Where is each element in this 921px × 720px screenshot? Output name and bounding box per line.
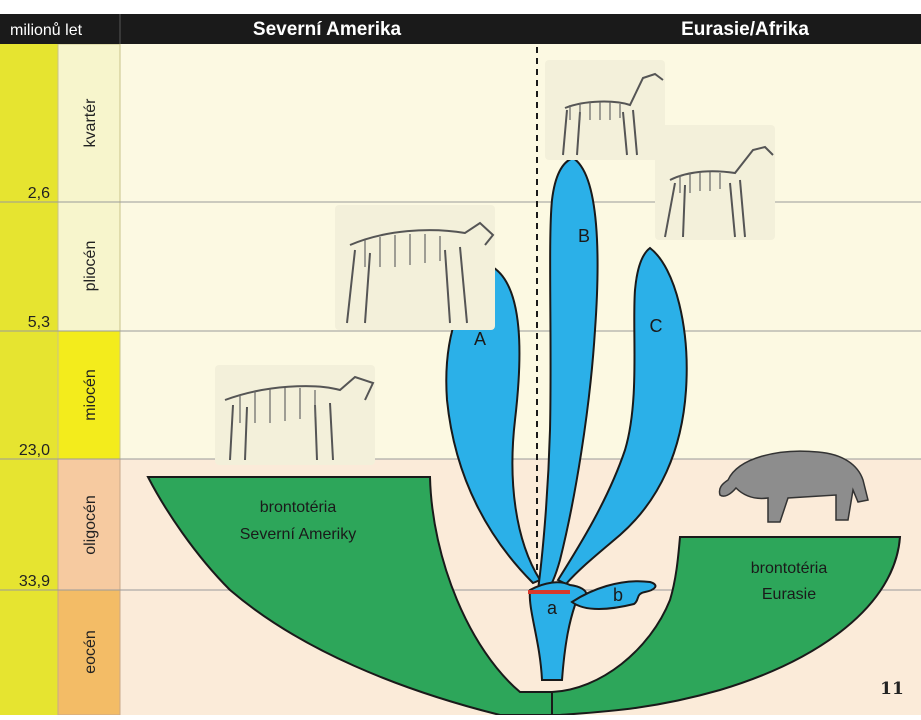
- rhino-like-skeleton-icon: [335, 205, 495, 330]
- epoch-label-miocen: miocén: [82, 369, 99, 421]
- page-number: 11: [880, 679, 904, 699]
- region-header-north-america: Severní Amerika: [253, 19, 402, 40]
- eurasia-group-label-line1: brontotéria: [751, 560, 828, 577]
- lineage-label-a: a: [547, 598, 558, 618]
- tick-label-23-0: 23,0: [19, 442, 50, 459]
- lineage-label-B: B: [578, 226, 590, 246]
- eurasia-group-label-line2: Eurasie: [762, 586, 816, 603]
- lineage-label-C: C: [650, 316, 663, 336]
- north-america-group-label-line2: Severní Ameriky: [240, 526, 356, 543]
- tick-label-2-6: 2,6: [28, 185, 50, 202]
- north-america-group-label-line1: brontotéria: [260, 499, 337, 516]
- time-axis: [0, 44, 58, 715]
- lineage-label-A: A: [474, 329, 486, 349]
- camel-skeleton-icon: [655, 125, 775, 240]
- epoch-label-kvarter: kvartér: [82, 98, 99, 148]
- epoch-label-pliocen: pliocén: [82, 241, 99, 292]
- epoch-label-eocen: eocén: [82, 630, 99, 674]
- tick-label-33-9: 33,9: [19, 573, 50, 590]
- rhino-like-skeleton-icon: [215, 365, 375, 465]
- lineage-label-b: b: [613, 585, 623, 605]
- unit-label: milionů let: [10, 21, 83, 39]
- tick-label-5-3: 5,3: [28, 314, 50, 331]
- epoch-label-oligocen: oligocén: [82, 495, 99, 555]
- region-header-eurasia-africa: Eurasie/Afrika: [681, 19, 809, 40]
- camel-skeleton-icon: [545, 60, 665, 160]
